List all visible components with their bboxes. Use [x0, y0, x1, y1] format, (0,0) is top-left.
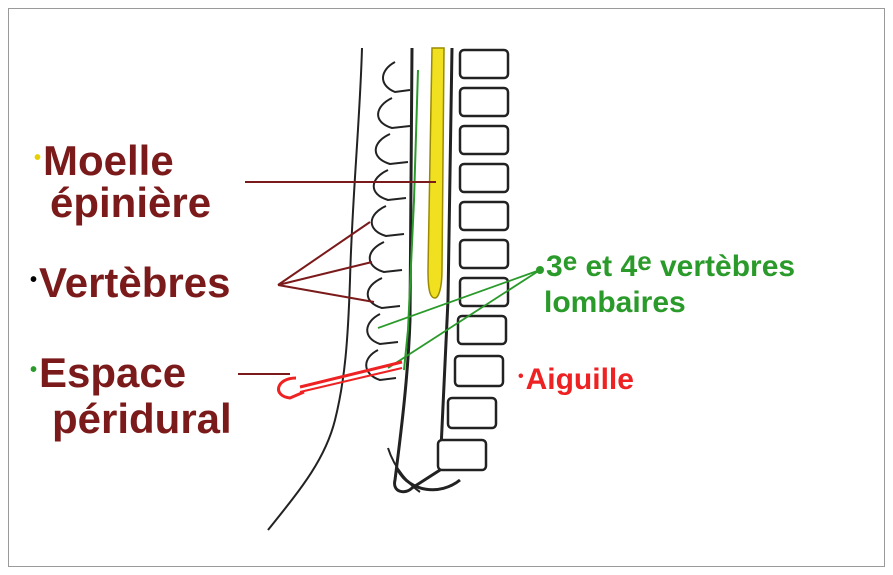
bullet-espace: • — [30, 359, 37, 381]
label-aiguille-text: Aiguille — [526, 363, 634, 396]
label-vertebres-text: Vertèbres — [39, 259, 230, 306]
back-outline — [268, 48, 362, 530]
lumbar-pointer-dot — [536, 266, 544, 274]
label-espace: •Espace — [30, 352, 186, 394]
bullet-vertebres: • — [30, 269, 37, 291]
spinal-cord — [428, 48, 444, 298]
label-espace-line1: Espace — [39, 349, 186, 396]
spinous-processes — [366, 62, 410, 380]
label-aiguille: •Aiguille — [518, 365, 634, 395]
bullet-moelle: • — [34, 147, 41, 169]
label-lombaires: 3e et 4e vertèbres — [546, 252, 795, 282]
bullet-aiguille: • — [518, 368, 524, 385]
label-lombaires-line2: lombaires — [544, 288, 686, 318]
label-moelle-line1: Moelle — [43, 137, 174, 184]
label-moelle: •Moelle — [34, 140, 174, 182]
label-espace-line2: péridural — [52, 398, 232, 440]
label-vertebres: •Vertèbres — [30, 262, 230, 304]
label-moelle-line2: épinière — [50, 182, 211, 224]
